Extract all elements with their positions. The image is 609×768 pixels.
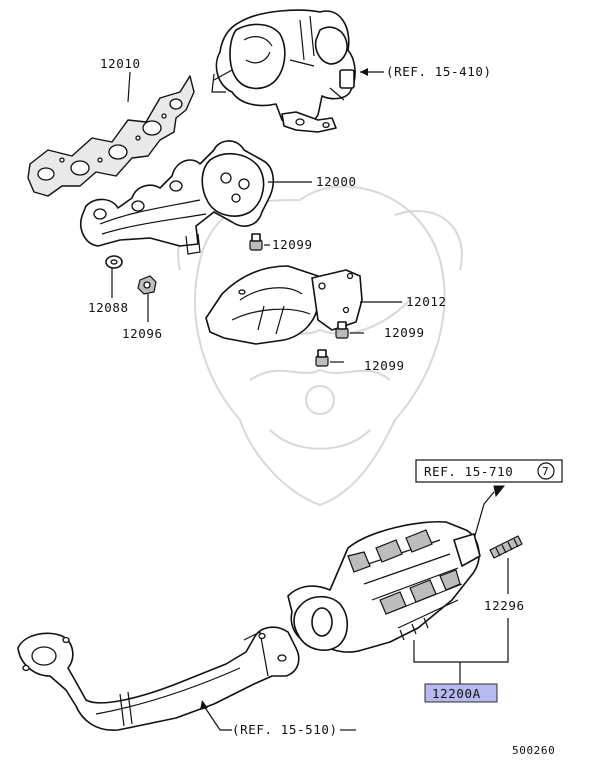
front-pipe-part[interactable] [17,626,300,731]
bolt-12099-middle-part[interactable] [335,321,349,339]
manifold-gasket-part[interactable] [27,75,195,197]
ref-15-710-label: REF. 15-710 [424,464,513,479]
callout-12012[interactable]: 12012 [406,294,447,309]
callout-12000[interactable]: 12000 [316,174,357,189]
ref-15-710-circle-number: 7 [542,465,549,478]
callout-12099-upper[interactable]: 12099 [272,237,313,252]
catalytic-converter-part[interactable] [287,520,481,653]
stud-12296-part[interactable] [489,535,523,559]
gasket-12088-part[interactable] [105,255,123,269]
callout-12088[interactable]: 12088 [88,300,129,315]
ref-15-710-leader [471,491,495,547]
callout-12010[interactable]: 12010 [100,56,141,71]
callout-12010-leader [127,71,131,103]
diagram-id: 500260 [512,744,555,757]
callout-12096[interactable]: 12096 [122,326,163,341]
ref-15-410-arrow [360,68,368,76]
callout-12296[interactable]: 12296 [484,598,525,613]
ref-15-510-arrow [200,700,208,710]
bolt-12099-upper-part[interactable] [249,233,263,251]
callout-12200A-highlight[interactable] [424,683,498,703]
heat-shield-part[interactable] [205,265,363,345]
ref-15-710-box[interactable]: REF. 15-710 7 [415,459,563,483]
exhaust-manifold-part[interactable] [80,140,275,255]
watermark-emblem [177,185,463,507]
callout-12200A-bracket [413,618,509,663]
callout-12099-middle[interactable]: 12099 [384,325,425,340]
callout-12099-lower[interactable]: 12099 [364,358,405,373]
ref-15-710-arrow [493,485,506,498]
ref-15-510-leader [203,705,232,731]
callout-12200A[interactable]: 12200A [432,686,481,701]
ref-15-510-label[interactable]: (REF. 15-510) [232,722,338,737]
nut-12096-part[interactable] [137,275,157,295]
bolt-12099-lower-part[interactable] [315,349,329,367]
ref-15-410-label[interactable]: (REF. 15-410) [386,64,492,79]
turbocharger-part[interactable] [211,9,356,133]
